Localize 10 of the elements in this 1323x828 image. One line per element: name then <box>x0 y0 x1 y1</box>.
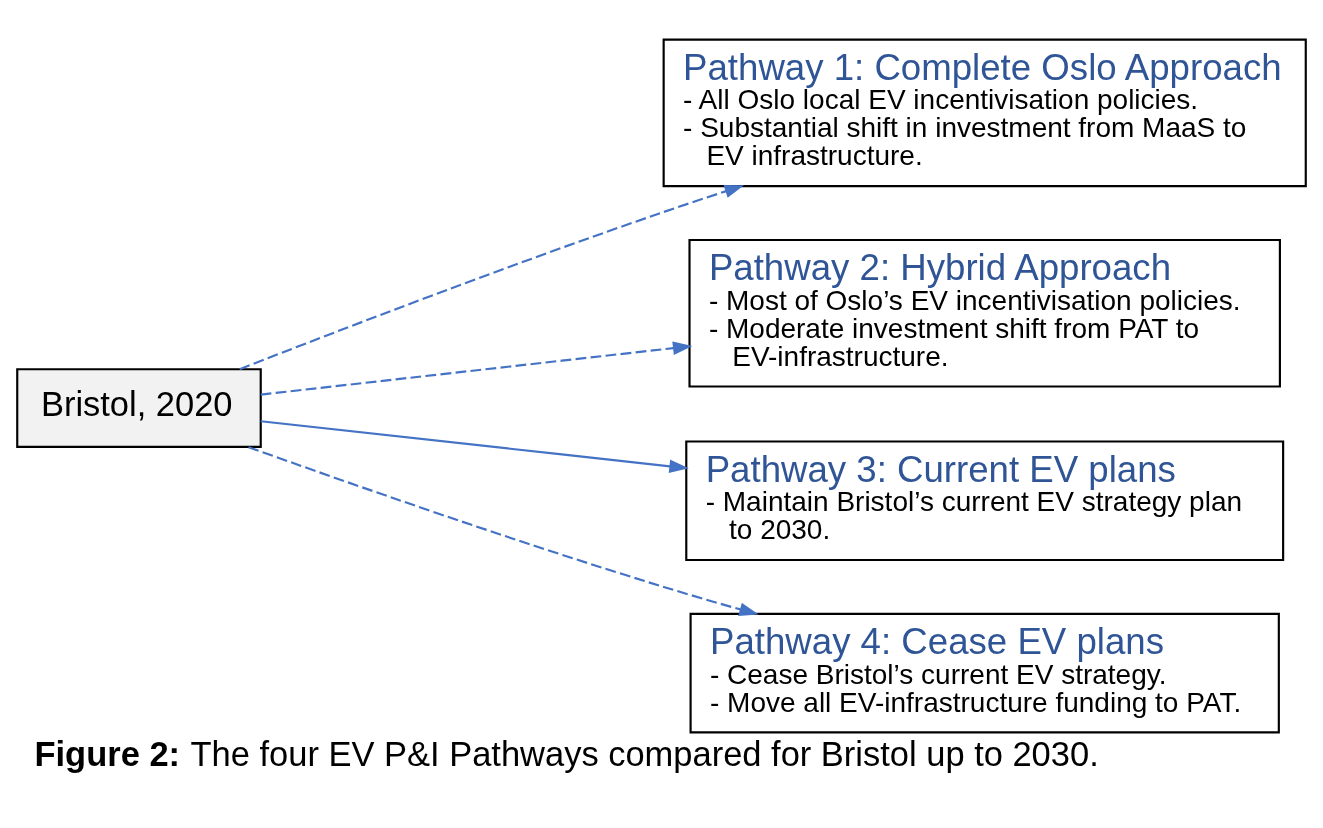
node-box: Pathway 2: Hybrid Approach - Most of Oslo’s EV incentivisation policies. - Moderate investment shift from PAT to EV-infrastructure. <box>688 238 1281 388</box>
arrow <box>248 446 759 616</box>
node-box: Pathway 3: Current EV plans - Maintain Bristol’s current EV strategy plan to 2030. <box>685 440 1285 562</box>
node-box: Pathway 4: Cease EV plans - Cease Bristol’s current EV strategy. - Move all EV-infrastructure funding to PAT. <box>689 612 1280 734</box>
arrow <box>260 420 689 473</box>
node-box: Pathway 1: Complete Oslo Approach - All Oslo local EV incentivisation policies. - Substantial shift in investment from MaaS to EV infrastructure. <box>662 38 1307 188</box>
arrow <box>260 341 693 396</box>
arrow <box>239 184 744 371</box>
node-box: Bristol, 2020 <box>16 368 262 448</box>
caption: Figure 2: The four EV P&I Pathways compared for Bristol up to 2030. <box>34 735 1099 774</box>
